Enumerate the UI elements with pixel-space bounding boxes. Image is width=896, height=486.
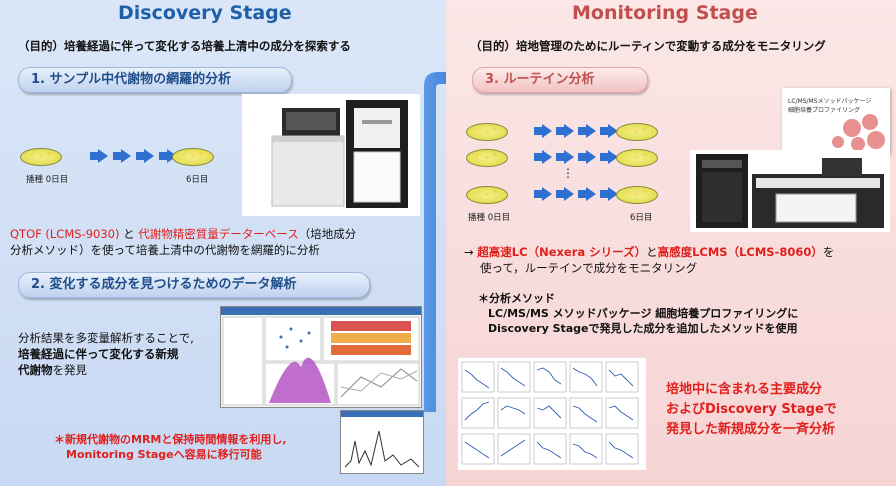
monitoring-description: → 超高速LC（Nexera シリーズ）と高感度LCMS（LCMS-8060）を… (464, 244, 884, 276)
lcms-instrument-image (242, 94, 420, 216)
blue-arrow-icon (556, 187, 574, 201)
petri-dish-icon (172, 148, 214, 166)
discovery-panel: Discovery Stage （目的）培養経過に伴って変化する培養上清中の成分… (0, 0, 446, 486)
big-line3: 発見した新規成分を一斉分析 (666, 422, 836, 437)
analysis-line3-bold: 代謝物 (18, 363, 53, 377)
blue-arrow-icon (90, 149, 108, 163)
big-line2: およびDiscovery Stageで (666, 402, 837, 417)
day6-label: 6日目 (630, 213, 653, 223)
stage-transition-arrow-icon (424, 66, 472, 412)
blue-arrow-icon (556, 124, 574, 138)
nexera-text: 超高速LC（Nexera シリーズ） (477, 245, 647, 259)
day0-label: 播種 0日目 (468, 213, 511, 223)
petri-dish-icon (466, 123, 508, 141)
package-title-line1: LC/MS/MSメソッドパッケージ (788, 98, 872, 105)
blue-arrow-icon (534, 150, 552, 164)
blue-arrow-icon (136, 149, 154, 163)
line2-text: 使って，ルーテインで成分をモニタリング (480, 261, 698, 275)
database-text: 代謝物精密質量データーベース (138, 227, 299, 241)
and-text: と (119, 227, 139, 241)
blue-arrow-icon (113, 149, 131, 163)
and-text: と (646, 245, 658, 259)
note-line1: ＊新規代謝物のMRMと保持時間情報を利用し, (54, 433, 287, 446)
blue-arrow-icon (578, 187, 596, 201)
blue-arrow-icon (578, 124, 596, 138)
monitoring-panel: Monitoring Stage （目的）培地管理のためにルーティンで変動する成… (446, 0, 896, 486)
petri-dish-icon (616, 149, 658, 167)
blue-arrow-icon (600, 187, 618, 201)
wo-text: を (822, 245, 835, 259)
desc-rest1: （培地成分 (298, 227, 357, 241)
monitoring-purpose: （目的）培地管理のためにルーティンで変動する成分をモニタリング (470, 39, 826, 53)
line1-arrow: → (464, 245, 478, 259)
simultaneous-analysis-text: 培地中に含まれる主要成分 およびDiscovery Stageで 発見した新規成… (666, 380, 837, 440)
blue-arrow-icon (600, 124, 618, 138)
big-line1: 培地中に含まれる主要成分 (666, 382, 823, 397)
analysis-line1: 分析結果を多変量解析することで, (18, 331, 194, 345)
method-block: ＊分析メソッド LC/MS/MS メソッドパッケージ 細胞培養プロファイリングに… (478, 291, 878, 336)
monitoring-stage-title: Monitoring Stage (572, 2, 758, 24)
ellipsis-marker: ⋮ (562, 166, 574, 180)
step3-pill: 3. ルーテイン分析 (472, 67, 648, 93)
petri-dish-icon (616, 123, 658, 141)
discovery-description: QTOF (LCMS-9030) と 代謝物精密質量データーベース（培地成分 分… (10, 226, 430, 258)
step2-pill: 2. 変化する成分を見つけるためのデータ解析 (18, 272, 370, 298)
petri-dish-icon (616, 186, 658, 204)
lcms-8060-instrument-image (690, 150, 890, 232)
blue-arrow-icon (578, 150, 596, 164)
note-line2: Monitoring Stageへ容易に移行可能 (66, 448, 262, 461)
desc-rest2: 分析メソッド）を使って培養上清中の代謝物を網羅的に分析 (10, 243, 320, 257)
day0-label: 播種 0日目 (26, 175, 69, 185)
method-line1: LC/MS/MS メソッドパッケージ 細胞培養プロファイリングに (488, 307, 799, 320)
petri-dish-icon (20, 148, 62, 166)
blue-arrow-icon (534, 187, 552, 201)
method-package-image: LC/MS/MSメソッドパッケージ 細胞培養プロファイリング (782, 88, 890, 154)
blue-arrow-icon (534, 124, 552, 138)
analysis-text: 分析結果を多変量解析することで, 培養経過に伴って変化する新規 代謝物を発見 (18, 330, 228, 378)
analysis-line3-rest: を発見 (52, 363, 88, 377)
petri-dish-icon (466, 149, 508, 167)
qtof-text: QTOF (LCMS-9030) (10, 227, 120, 241)
discovery-stage-title: Discovery Stage (118, 2, 292, 24)
transfer-note: ＊新規代謝物のMRMと保持時間情報を利用し, Monitoring Stageへ… (54, 432, 287, 462)
chromatogram-screenshot-image (340, 410, 424, 474)
package-title-line2: 細胞培養プロファイリング (788, 107, 861, 114)
method-line2: Discovery Stageで発見した成分を追加したメソッドを使用 (488, 322, 798, 335)
analysis-line2: 培養経過に伴って変化する新規 (18, 347, 179, 361)
day6-label: 6日目 (186, 175, 209, 185)
software-screenshot-image (220, 306, 422, 408)
blue-arrow-icon (556, 150, 574, 164)
method-title: ＊分析メソッド (478, 292, 555, 305)
step1-pill: 1. サンプル中代謝物の網羅的分析 (18, 67, 292, 93)
discovery-purpose: （目的）培養経過に伴って変化する培養上清中の成分を探索する (18, 39, 351, 53)
petri-dish-icon (466, 186, 508, 204)
trend-chart-grid-image (458, 358, 646, 470)
blue-arrow-icon (600, 150, 618, 164)
lcms8060-text: 高感度LCMS（LCMS-8060） (657, 245, 823, 259)
